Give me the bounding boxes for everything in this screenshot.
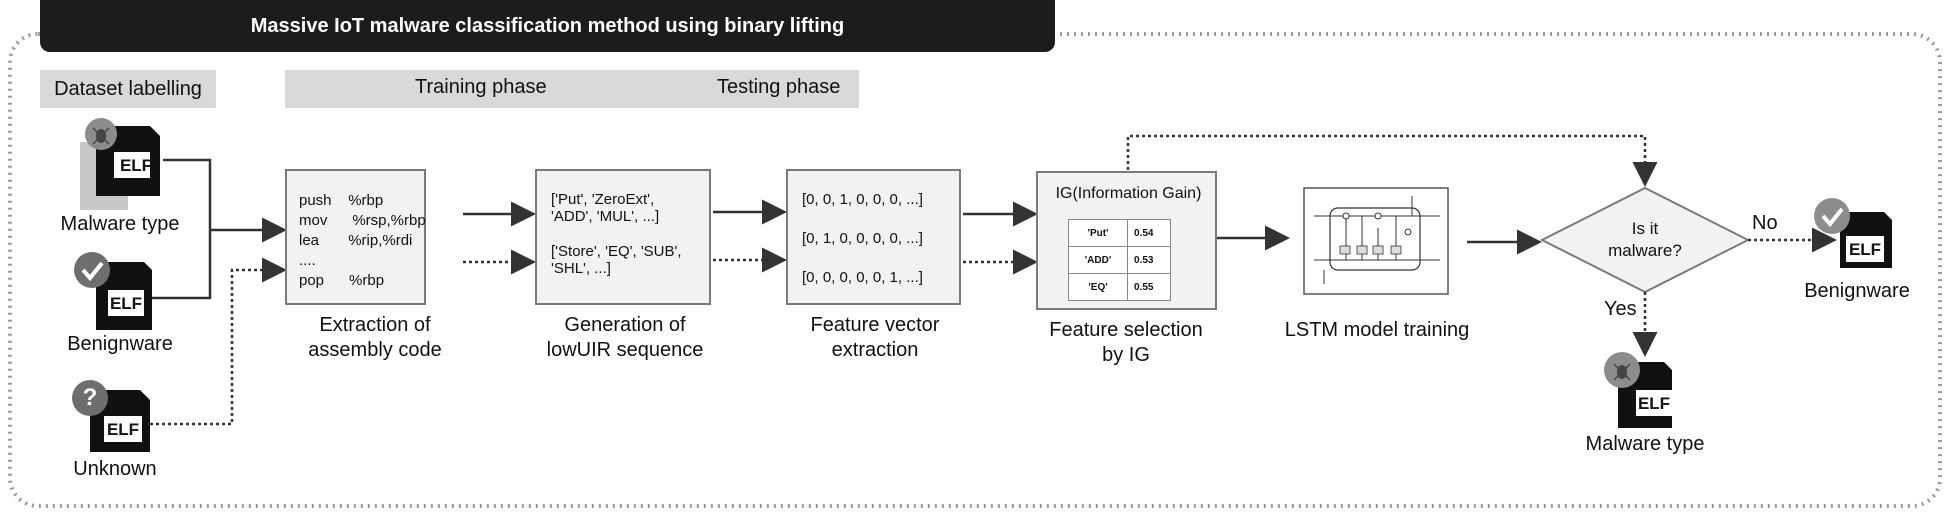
unknown-elf-text: ELF: [106, 420, 140, 439]
benign-elf-icon: [74, 252, 152, 330]
assembly-code-box: push %rbp mov %rsp,%rbp lea %rip,%rdi ..…: [285, 169, 426, 305]
asm-line-4: ....: [299, 252, 316, 269]
testing-phase-label: Testing phase: [717, 76, 841, 98]
dataset-labelling-label: Dataset labelling: [40, 70, 216, 108]
decision-line2: malware?: [1608, 241, 1682, 260]
lowuir-block2-line2: 'SHL', ...]: [551, 260, 611, 277]
lowuir-caption-line2: lowUIR sequence: [546, 339, 704, 361]
training-phase-label: Training phase: [415, 76, 547, 98]
unknown-elf-icon: [72, 380, 150, 452]
unknown-dotted-arrow: [150, 257, 287, 426]
ig-value: 0.55: [1127, 273, 1171, 301]
diagram-title: Massive IoT malware classification metho…: [40, 0, 1055, 52]
vector-caption: Feature vector extraction: [775, 313, 975, 363]
ig-feature: 'EQ': [1068, 273, 1128, 301]
malware-to-merge: [163, 158, 212, 230]
asm-line-3: lea %rip,%rdi: [299, 232, 413, 249]
ig-box: IG(Information Gain) 'Put'0.54 'ADD'0.53…: [1036, 171, 1217, 310]
no-label: No: [1752, 212, 1778, 234]
lowuir-block2-line1: ['Store', 'EQ', 'SUB',: [551, 243, 682, 260]
assembly-caption-line1: Extraction of: [319, 314, 431, 336]
ig-caption: Feature selection by IG: [1026, 318, 1226, 368]
vector-caption-line1: Feature vector: [810, 314, 940, 336]
legend-box: [285, 70, 859, 108]
decision-line1: Is it: [1631, 219, 1659, 238]
lowuir-block1-line2: 'ADD', 'MUL', ...]: [551, 208, 660, 225]
assembly-caption-line2: assembly code: [308, 339, 442, 361]
asm-line-2: mov %rsp,%rbp: [299, 212, 426, 229]
benign-to-merge: [150, 230, 212, 300]
output-malware-elf-icon: [1604, 352, 1672, 428]
yes-label: Yes: [1604, 298, 1637, 320]
output-benignware-caption: Benignware: [1804, 280, 1910, 302]
malware-type-caption: Malware type: [60, 213, 180, 235]
lowuir-box: ['Put', 'ZeroExt', 'ADD', 'MUL', ...] ['…: [535, 169, 711, 305]
output-malware-elf-text: ELF: [1637, 394, 1671, 413]
malware-elf-icon: [80, 118, 160, 210]
vector-row-1: [0, 0, 1, 0, 0, 0, ...]: [802, 191, 923, 208]
feature-vector-box: [0, 0, 1, 0, 0, 0, ...] [0, 1, 0, 0, 0, …: [786, 169, 961, 305]
output-malware-type-caption: Malware type: [1585, 433, 1705, 455]
ig-caption-line1: Feature selection: [1049, 319, 1203, 341]
ig-value: 0.53: [1127, 246, 1171, 274]
vector-row-2: [0, 1, 0, 0, 0, 0, ...]: [802, 230, 923, 247]
vector-row-3: [0, 0, 0, 0, 0, 1, ...]: [802, 269, 923, 286]
ig-value: 0.54: [1127, 219, 1171, 247]
assembly-caption: Extraction of assembly code: [275, 313, 475, 363]
asm-line-5: pop %rbp: [299, 272, 385, 289]
ig-row: 'EQ'0.55: [1068, 273, 1171, 301]
lstm-caption: LSTM model training: [1284, 319, 1470, 341]
unknown-caption: Unknown: [73, 458, 157, 480]
ig-table: 'Put'0.54 'ADD'0.53 'EQ'0.55: [1068, 219, 1171, 301]
lowuir-caption-line1: Generation of: [564, 314, 686, 336]
malware-elf-text: ELF: [119, 156, 153, 175]
output-benign-elf-text: ELF: [1848, 240, 1882, 259]
asm-line-1: push %rbp: [299, 192, 384, 209]
lstm-cell-diagram: [1303, 187, 1449, 295]
lowuir-caption: Generation of lowUIR sequence: [525, 313, 725, 363]
benignware-caption: Benignware: [67, 333, 173, 355]
lowuir-block1-line1: ['Put', 'ZeroExt',: [551, 191, 655, 208]
decision-text: Is it malware?: [1585, 218, 1705, 262]
ig-row: 'Put'0.54: [1068, 219, 1171, 247]
ig-feature: 'Put': [1068, 219, 1128, 247]
ig-caption-line2: by IG: [1102, 344, 1150, 366]
ig-feature: 'ADD': [1068, 246, 1128, 274]
question-icon: ?: [82, 384, 98, 411]
output-benign-elf-icon: [1814, 198, 1892, 268]
ig-header: IG(Information Gain): [1055, 185, 1202, 202]
vector-caption-line2: extraction: [831, 339, 919, 361]
ig-row: 'ADD'0.53: [1068, 246, 1171, 274]
benign-elf-text: ELF: [109, 294, 143, 313]
